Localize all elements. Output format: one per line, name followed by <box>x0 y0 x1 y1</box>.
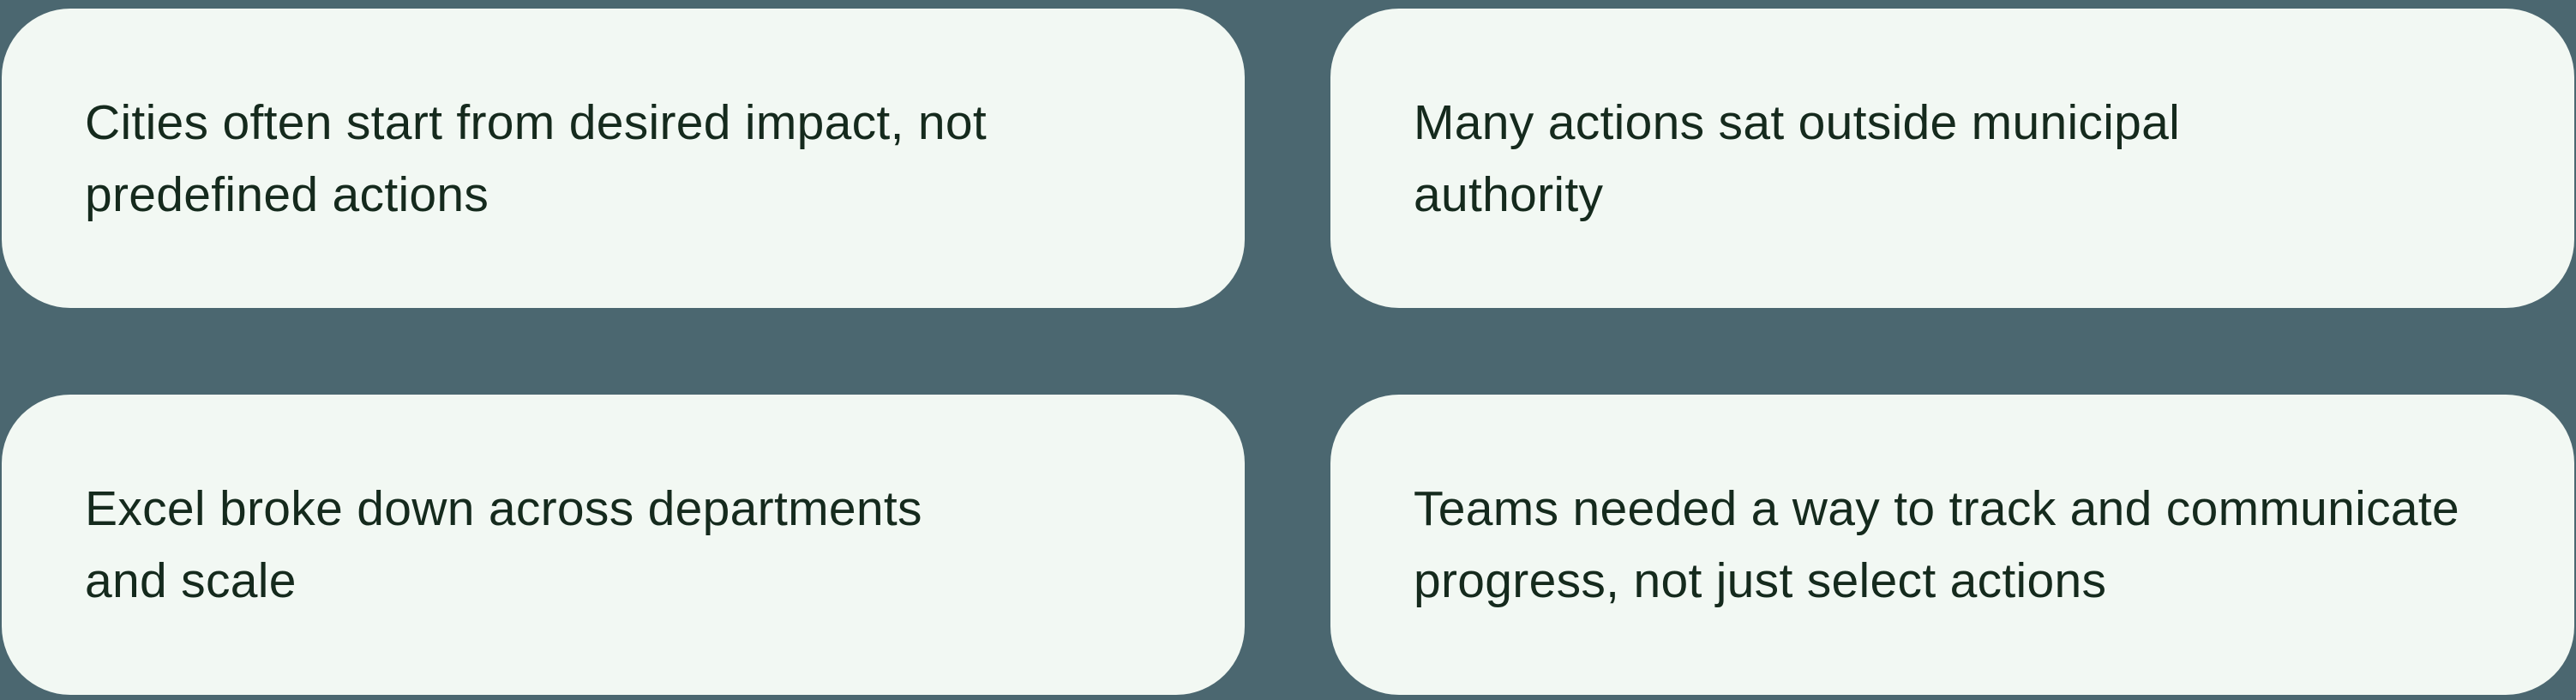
card-text: Teams needed a way to track and communic… <box>1414 473 2523 617</box>
card-text-line: authority <box>1414 166 1604 222</box>
card-text-line: Cities often start from desired impact, … <box>85 94 987 150</box>
card-text-line: Teams needed a way to track and communic… <box>1414 481 2460 536</box>
card-track-progress: Teams needed a way to track and communic… <box>1330 395 2574 695</box>
card-text-line: and scale <box>85 553 297 608</box>
card-municipal-authority: Many actions sat outside municipal autho… <box>1330 9 2574 308</box>
card-text: Many actions sat outside municipal autho… <box>1414 87 2523 231</box>
card-text: Excel broke down across departments and … <box>85 473 1193 617</box>
card-cities-impact: Cities often start from desired impact, … <box>2 9 1245 308</box>
card-excel-scale: Excel broke down across departments and … <box>2 395 1245 695</box>
card-text-line: progress, not just select actions <box>1414 553 2107 608</box>
card-text-line: Excel broke down across departments <box>85 481 922 536</box>
card-text-line: predefined actions <box>85 166 489 222</box>
card-text: Cities often start from desired impact, … <box>85 87 1193 231</box>
card-text-line: Many actions sat outside municipal <box>1414 94 2181 150</box>
